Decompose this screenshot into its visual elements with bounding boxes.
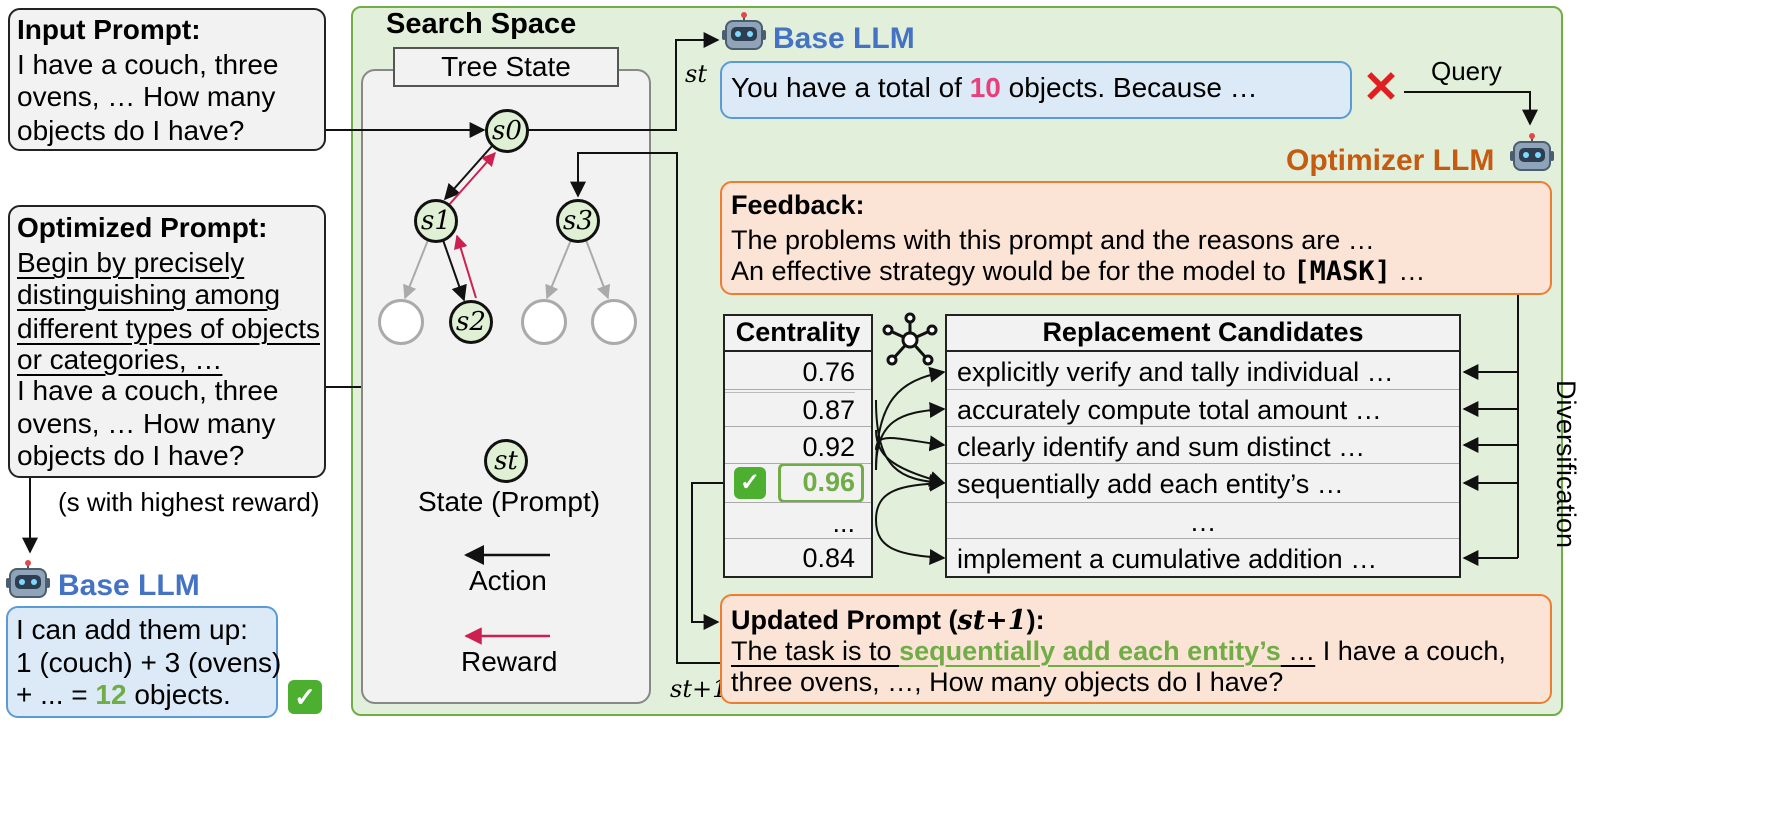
row-divider	[947, 463, 1459, 464]
optimized-prompt-box	[8, 205, 326, 478]
search-space-title: Search Space	[386, 8, 577, 40]
legend-state-label: State (Prompt)	[418, 486, 601, 517]
search-space-box	[361, 69, 651, 704]
legend-action-label: Action	[469, 565, 547, 596]
answer-12: 12	[95, 679, 127, 710]
tree-node-s3: s3	[556, 199, 600, 243]
optimized-prompt-line3: objects do I have?	[17, 440, 245, 471]
tree-node-empty	[378, 299, 424, 345]
tree-state-label: Tree State	[393, 47, 619, 87]
mask-token: [MASK]	[1293, 256, 1391, 287]
row-divider	[725, 538, 871, 539]
answer-10: 10	[969, 72, 1001, 103]
selected-centrality-box	[778, 463, 864, 503]
updated-prompt-title: Updated Prompt (st+1):	[731, 605, 1045, 636]
input-prompt-line2: ovens, … How many	[17, 81, 276, 112]
candidate-cell: …	[1189, 507, 1217, 537]
optimized-prompt-line2: ovens, … How many	[17, 408, 276, 439]
candidate-cell: implement a cumulative addition …	[957, 544, 1378, 574]
optimized-prompt-title: Optimized Prompt:	[17, 212, 268, 243]
updated-prompt-line2: three ovens, …, How many objects do I ha…	[731, 667, 1284, 697]
centrality-cell: 0.87	[802, 395, 855, 425]
updated-prompt-line1: The task is to sequentially add each ent…	[731, 636, 1506, 666]
base-llm-top-label: Base LLM	[773, 22, 915, 55]
base-llm-bottom-line3: + ... = 12 objects.	[16, 679, 231, 710]
candidate-cell: accurately compute total amount …	[957, 395, 1382, 425]
tree-node-s0: s0	[485, 109, 529, 153]
robot-icon	[722, 12, 766, 50]
base-llm-response-box	[720, 61, 1352, 119]
centrality-cell: 0.76	[725, 352, 855, 393]
legend-reward-label: Reward	[461, 646, 558, 677]
centrality-cell: 0.84	[802, 543, 855, 573]
check-icon: ✓	[288, 680, 322, 714]
tree-node-s2: s2	[449, 300, 493, 344]
base-llm-bottom-label: Base LLM	[58, 569, 200, 602]
robot-icon	[6, 560, 50, 598]
tree-node-s1: s1	[414, 199, 458, 243]
legend-state-node: st	[484, 439, 528, 483]
optimized-prompt-u1: Begin by precisely	[17, 247, 245, 278]
optimized-prompt-u2: distinguishing among	[17, 279, 281, 310]
row-divider	[947, 389, 1459, 390]
centrality-cell: ...	[832, 508, 855, 538]
base-llm-bottom-line1: I can add them up:	[16, 614, 248, 645]
row-divider	[947, 538, 1459, 539]
updated-prompt-box	[720, 594, 1552, 704]
feedback-line1: The problems with this prompt and the re…	[731, 225, 1375, 255]
candidates-table	[945, 314, 1461, 578]
candidate-cell: explicitly verify and tally individual …	[957, 357, 1394, 387]
feedback-line2: An effective strategy would be for the m…	[731, 256, 1426, 287]
row-divider	[725, 389, 871, 390]
base-llm-bottom-line2: 1 (couch) + 3 (ovens)	[16, 647, 282, 678]
st1-label: st+1	[670, 675, 728, 703]
row-divider	[725, 426, 871, 427]
highlighted-candidate: sequentially add each entity’s	[899, 636, 1281, 666]
feedback-box	[720, 181, 1552, 295]
row-divider	[725, 463, 871, 464]
input-prompt-line3: objects do I have?	[17, 115, 245, 146]
candidate-cell: sequentially add each entity’s …	[957, 469, 1344, 499]
optimizer-llm-label: Optimizer LLM	[1286, 144, 1495, 177]
query-label: Query	[1431, 56, 1502, 86]
row-divider	[947, 426, 1459, 427]
optimized-prompt-line1: I have a couch, three	[17, 375, 279, 406]
optimized-prompt-u3: different types of objects	[17, 313, 320, 344]
base-llm-response: You have a total of 10 objects. Because …	[731, 72, 1258, 103]
diversification-label: Diversification	[1551, 379, 1581, 549]
highest-reward-note: (s with highest reward)	[58, 487, 320, 517]
feedback-title: Feedback:	[731, 190, 865, 220]
input-prompt-line1: I have a couch, three	[17, 49, 279, 80]
robot-icon	[1510, 133, 1554, 171]
check-icon: ✓	[734, 467, 766, 499]
row-divider	[947, 502, 1459, 503]
base-llm-bottom-box	[6, 606, 278, 718]
centrality-cell-selected: 0.96	[802, 467, 855, 497]
input-prompt-title: Input Prompt:	[17, 14, 201, 45]
optimized-prompt-u4: or categories, …	[17, 344, 223, 375]
centrality-header: Centrality	[723, 314, 873, 352]
tree-node-empty	[591, 299, 637, 345]
candidate-cell: clearly identify and sum distinct …	[957, 432, 1366, 462]
centrality-cell: 0.92	[802, 432, 855, 462]
graph-network-icon	[882, 312, 938, 366]
centrality-table	[723, 314, 873, 578]
cross-icon: ✕	[1362, 63, 1400, 112]
input-prompt-box	[8, 8, 326, 151]
tree-node-empty	[521, 299, 567, 345]
row-divider	[725, 502, 871, 503]
candidates-header: Replacement Candidates	[945, 314, 1461, 352]
st-label: st	[685, 60, 707, 88]
